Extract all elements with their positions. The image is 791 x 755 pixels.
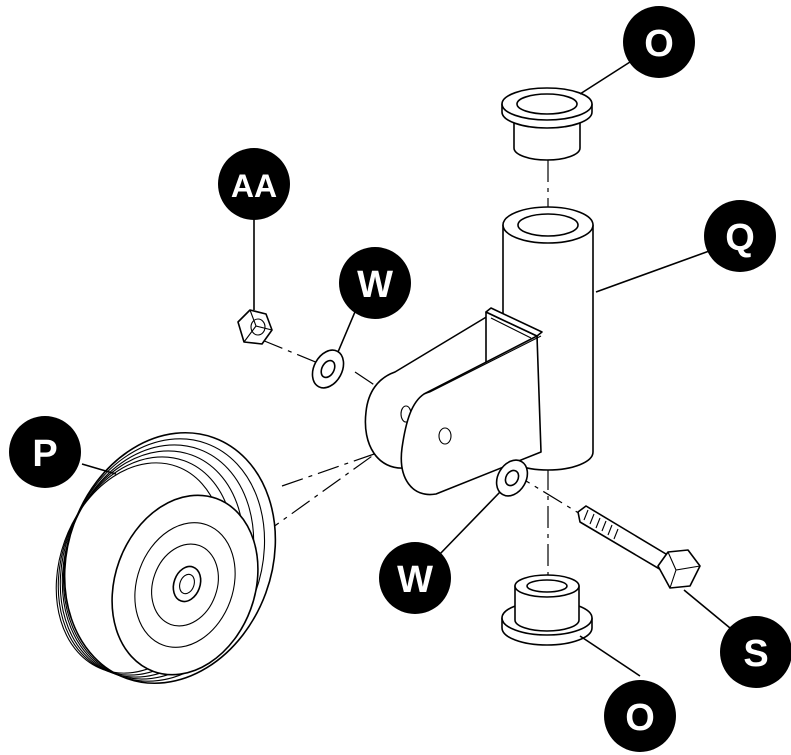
part-o-bottom-bushing (501, 574, 593, 646)
callout-q: Q (704, 200, 776, 272)
part-w-lower-washer (495, 459, 529, 497)
part-s-bolt (577, 505, 701, 589)
part-p-pulley (55, 431, 277, 685)
leader-lines (81, 61, 731, 677)
callout-s: S (720, 616, 791, 688)
svg-text:W: W (357, 264, 393, 306)
svg-text:O: O (625, 697, 655, 739)
callout-p: P (9, 416, 81, 488)
part-aa-hex-nut (237, 309, 273, 345)
svg-text:O: O (644, 23, 674, 65)
callout-o-bottom: O (604, 680, 676, 752)
callout-w-lower: W (379, 542, 451, 614)
callout-w-upper: W (339, 247, 411, 319)
callout-o-top: O (623, 6, 695, 78)
svg-text:Q: Q (725, 217, 755, 259)
svg-text:W: W (397, 559, 433, 601)
svg-text:S: S (743, 633, 768, 675)
part-w-upper-washer (311, 349, 345, 389)
svg-text:P: P (32, 433, 57, 475)
part-o-top-bushing (501, 87, 593, 161)
svg-text:AA: AA (231, 168, 277, 204)
bracket-front-plate (400, 335, 542, 496)
callout-aa: AA (218, 148, 290, 220)
